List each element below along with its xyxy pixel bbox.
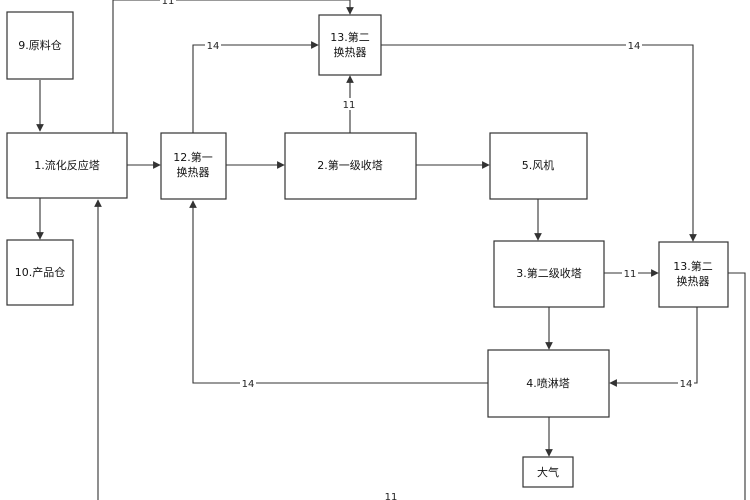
svg-text:14: 14 <box>628 41 641 52</box>
node-spray-tower: 4.喷淋塔 <box>487 349 610 418</box>
node-raw-material-bin: 9.原料仓 <box>6 11 74 80</box>
edge-hx2b-to-spray-tower <box>609 307 698 387</box>
node-second-absorber: 3.第二级收塔 <box>493 240 605 308</box>
svg-text:换热器: 换热器 <box>677 274 710 288</box>
node-first-absorber: 2.第一级收塔 <box>284 132 417 200</box>
svg-text:3.第二级收塔: 3.第二级收塔 <box>516 266 582 280</box>
svg-text:换热器: 换热器 <box>177 165 210 179</box>
node-heat-exchanger-2-top: 13.第二 换热器 <box>318 14 382 76</box>
edge-label-hx1-hx2a: 14 <box>205 39 221 52</box>
svg-text:11: 11 <box>343 100 356 111</box>
edge-label-bottom: 11 <box>385 492 398 500</box>
edge-spray-tower-to-hx1 <box>189 200 488 384</box>
edge-label-absorber1-hx2a: 11 <box>341 98 357 111</box>
svg-text:10.产品仓: 10.产品仓 <box>15 265 66 279</box>
svg-text:4.喷淋塔: 4.喷淋塔 <box>526 377 570 390</box>
svg-text:11: 11 <box>162 0 175 7</box>
edge-label-hx2a-hx2b: 14 <box>626 39 642 52</box>
svg-text:9.原料仓: 9.原料仓 <box>18 38 62 52</box>
edge-label-spray-hx1: 14 <box>240 377 256 390</box>
edge-hx2b-right-return <box>728 272 746 500</box>
edge-label-hx2b-spray: 14 <box>678 377 694 390</box>
edge-hx1-to-hx2a <box>192 41 319 133</box>
svg-text:14: 14 <box>242 379 255 390</box>
svg-text:12.第一: 12.第一 <box>173 150 213 164</box>
svg-text:13.第二: 13.第二 <box>330 30 370 44</box>
svg-text:2.第一级收塔: 2.第一级收塔 <box>317 158 383 172</box>
node-fan: 5.风机 <box>489 132 588 200</box>
edge-label-top-loop: 11 <box>160 0 176 7</box>
node-atmosphere: 大气 <box>522 456 574 488</box>
svg-text:5.风机: 5.风机 <box>522 158 555 172</box>
node-heat-exchanger-1: 12.第一 换热器 <box>160 132 227 200</box>
edge-label-absorber2-hx2b: 11 <box>622 267 638 280</box>
svg-text:换热器: 换热器 <box>334 45 367 59</box>
node-heat-exchanger-2-right: 13.第二 换热器 <box>658 241 729 308</box>
svg-text:1.流化反应塔: 1.流化反应塔 <box>34 158 100 172</box>
svg-text:13.第二: 13.第二 <box>673 259 713 273</box>
svg-text:14: 14 <box>680 379 693 390</box>
svg-text:11: 11 <box>624 269 637 280</box>
svg-text:14: 14 <box>207 41 220 52</box>
svg-text:11: 11 <box>385 492 398 500</box>
svg-text:大气: 大气 <box>537 465 559 479</box>
node-product-bin: 10.产品仓 <box>6 239 74 306</box>
node-fluidized-reactor: 1.流化反应塔 <box>6 132 128 199</box>
edge-reactor-to-hx2-top <box>112 0 354 133</box>
edge-hx2a-to-hx2b <box>381 44 697 242</box>
